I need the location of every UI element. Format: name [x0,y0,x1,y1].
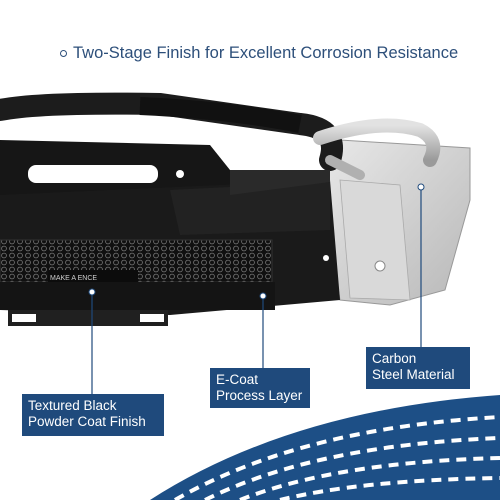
circle-bullet-icon [60,50,67,57]
steel-end-cap [319,139,471,306]
callout-steel-line2: Steel Material [372,367,455,382]
callout-ecoat: E-Coat Process Layer [210,368,310,408]
callout-powder-coat: Textured Black Powder Coat Finish [22,394,164,436]
bumper-body: MAKE A ENCE [0,140,340,326]
callout-powder-line1: Textured Black [28,398,117,413]
tire-track-graphic [150,395,500,500]
headline: Two-Stage Finish for Excellent Corrosion… [60,44,460,63]
callout-leaders [88,183,425,394]
callout-ecoat-line2: Process Layer [216,388,303,403]
callout-ecoat-line1: E-Coat [216,372,259,387]
callout-steel-line1: Carbon [372,351,417,366]
bumper-emblem-text: MAKE A ENCE [50,275,97,282]
callout-powder-line2: Powder Coat Finish [28,414,146,429]
callout-steel: Carbon Steel Material [366,347,470,389]
bull-bar-tube [0,92,441,180]
headline-text: Two-Stage Finish for Excellent Corrosion… [73,44,459,62]
